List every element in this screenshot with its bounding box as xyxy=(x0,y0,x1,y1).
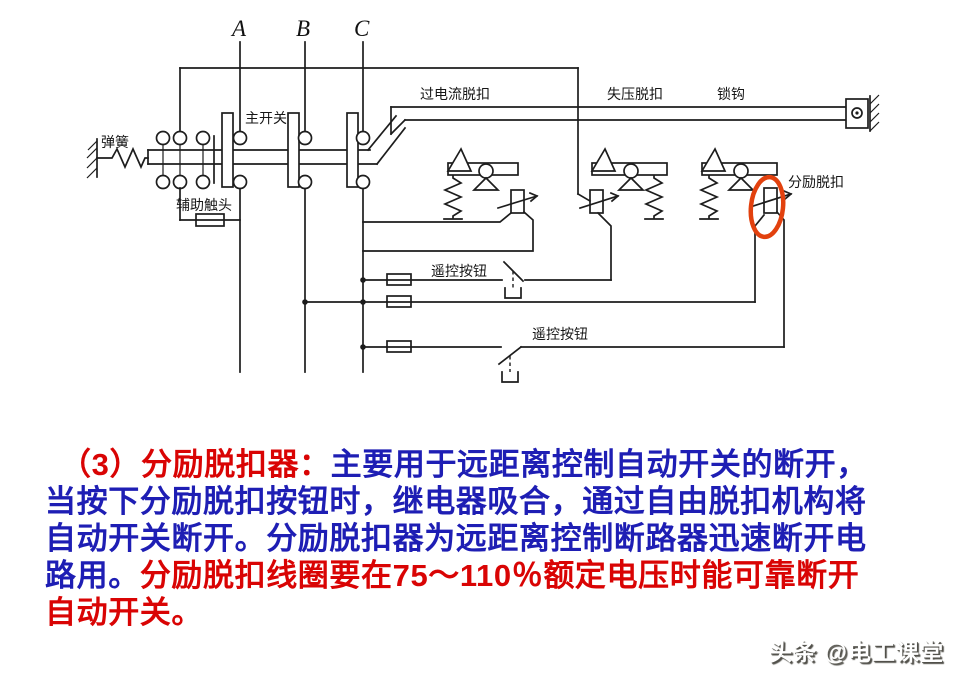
phase-label-a: A xyxy=(230,16,247,41)
anchor-pivot xyxy=(845,94,880,132)
highlight-ellipse xyxy=(748,174,786,240)
caption-line-3: 自动开关断开。分励脱扣器为远距离控制断路器迅速断开电 xyxy=(45,521,867,556)
label-remote-button-1: 遥控按钮 xyxy=(431,263,487,279)
phase-label-b: B xyxy=(296,16,310,41)
caption-heading: （3）分励脱扣器： xyxy=(60,447,331,482)
caption-text: 路用。 xyxy=(45,558,140,593)
label-aux-contact: 辅助触头 xyxy=(176,197,232,213)
caption-text: 主要用于远距离控制自动开关的断开， xyxy=(330,447,868,482)
caption-text: 分励脱扣线圈要在 xyxy=(139,558,393,593)
remote-circuit-row1 xyxy=(362,260,612,299)
frame-anchor-left xyxy=(86,138,98,179)
label-lock-hook: 锁钩 xyxy=(717,86,745,102)
aux-contact-group xyxy=(155,130,241,227)
spring-symbol xyxy=(96,146,149,170)
remote-circuit-row2 xyxy=(304,295,756,308)
caption-voltage-range: 75～110％ xyxy=(392,558,544,593)
caption-line-4: 路用。分励脱扣线圈要在75～110％额定电压时能可靠断开 xyxy=(45,557,945,594)
circuit-diagram: 弹簧 A B C xyxy=(86,16,880,383)
shunt-trip-unit xyxy=(698,147,793,348)
label-main-switch: 主开关 xyxy=(245,110,287,126)
lock-hook-rod xyxy=(389,106,847,136)
label-remote-button-2: 遥控按钮 xyxy=(532,326,588,342)
main-shaft xyxy=(147,114,407,166)
overcurrent-trip-unit xyxy=(442,147,539,220)
phase-label-c: C xyxy=(354,16,370,41)
caption: （3）分励脱扣器：主要用于远距离控制自动开关的断开， 当按下分励脱扣按钮时，继电… xyxy=(45,446,945,631)
label-undervoltage-trip: 失压脱扣 xyxy=(607,86,663,102)
phase-lines xyxy=(239,41,364,373)
main-switch-bridges xyxy=(221,112,371,190)
label-shunt-trip: 分励脱扣 xyxy=(788,174,844,190)
control-bus xyxy=(179,67,579,133)
caption-line-1: （3）分励脱扣器：主要用于远距离控制自动开关的断开， xyxy=(45,446,945,483)
button-actuator-icon xyxy=(501,371,519,383)
button-actuator-icon xyxy=(504,287,522,299)
label-overcurrent-trip: 过电流脱扣 xyxy=(420,86,490,102)
caption-line-5: 自动开关。 xyxy=(45,595,203,630)
caption-line-2: 当按下分励脱扣按钮时，继电器吸合，通过自由脱扣机构将 xyxy=(45,484,867,519)
caption-text: 额定电压时能可靠断开 xyxy=(543,558,860,593)
undervoltage-trip-unit xyxy=(576,67,668,281)
watermark: 头条 @电工课堂 xyxy=(769,639,944,665)
label-spring: 弹簧 xyxy=(101,134,129,150)
remote-circuit-row3 xyxy=(362,340,785,383)
